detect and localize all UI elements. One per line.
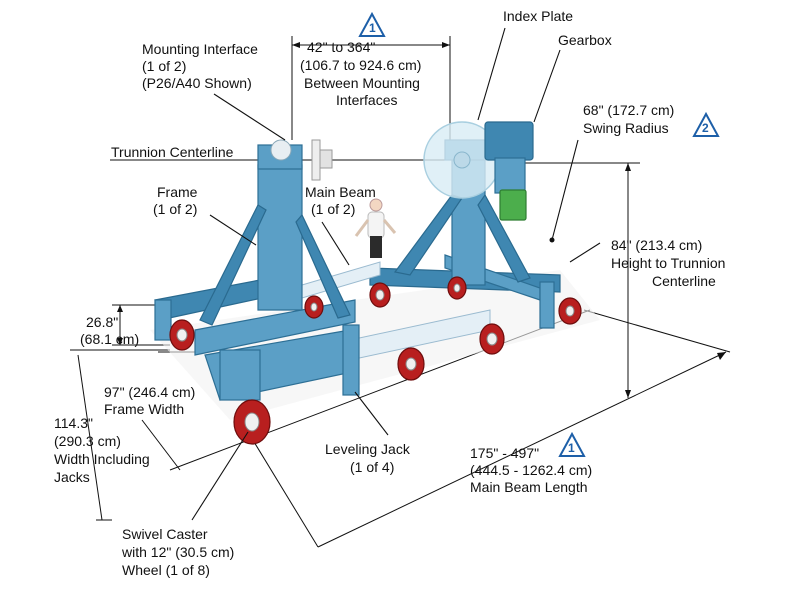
caster-wheel [479,323,505,355]
label-leveling-jack: Leveling Jack [325,441,411,457]
label-beam-length-imperial: 175" - 497" [470,445,539,461]
label-swing-radius: Swing Radius [583,120,669,136]
note-badges: 1 2 1 [358,11,720,457]
label-gearbox: Gearbox [558,32,612,48]
label-frame-count: (1 of 2) [153,201,197,217]
label-mounting-interface-count: (1 of 2) [142,58,186,74]
caster-wheel [169,319,195,351]
worker-figure [354,198,397,258]
label-jack-height-metric: (68.1 cm) [80,331,139,347]
badge-number: 1 [369,21,376,35]
caster-wheel [233,399,271,445]
label-between-imperial: 42" to 364" [307,39,375,55]
label-width-jacks-line1: Width Including [54,451,150,467]
caster-wheel [304,295,324,319]
mounting-interface [311,139,321,181]
label-height-line2: Centerline [652,273,716,289]
note-badge-swing: 2 [692,111,720,137]
label-beam-length: Main Beam Length [470,479,588,495]
badge-number: 2 [702,121,709,135]
callout-labels: Index Plate Gearbox Mounting Interface (… [54,8,725,578]
gearbox [484,121,534,161]
label-between-metric: (106.7 to 924.6 cm) [300,57,421,73]
label-frame-width: Frame Width [104,401,184,417]
label-trunnion-centerline: Trunnion Centerline [111,144,234,160]
label-between-line1: Between Mounting [304,75,420,91]
label-width-jacks-line2: Jacks [54,469,90,485]
caster-wheel [369,282,391,308]
positioner-machine [150,121,600,445]
label-beam-length-metric: (444.5 - 1262.4 cm) [470,462,592,478]
label-index-plate: Index Plate [503,8,573,24]
label-width-jacks-imperial: 114.3" [54,415,93,431]
note-badge-between: 1 [358,11,386,37]
casters [169,276,582,445]
label-height-line1: Height to Trunnion [611,255,725,271]
label-swing-radius-value: 68" (172.7 cm) [583,102,674,118]
label-frame-width-value: 97" (246.4 cm) [104,384,195,400]
label-main-beam-count: (1 of 2) [311,201,355,217]
label-frame: Frame [157,184,198,200]
caster-wheel [558,297,582,325]
label-mounting-interface-model: (P26/A40 Shown) [142,75,252,91]
label-main-beam: Main Beam [305,184,376,200]
label-height-value: 84" (213.4 cm) [611,237,702,253]
label-leveling-jack-count: (1 of 4) [350,459,394,475]
front-frame-tower [257,164,303,311]
label-mounting-interface: Mounting Interface [142,41,258,57]
label-jack-height-imperial: 26.8" [86,314,118,330]
badge-number: 1 [568,441,575,455]
caster-wheel [447,276,467,300]
label-swivel-caster-count: Wheel (1 of 8) [122,562,210,578]
label-swivel-caster: Swivel Caster [122,526,208,542]
note-badge-length: 1 [558,431,586,457]
motor [499,189,527,221]
label-width-jacks-metric: (290.3 cm) [54,433,121,449]
leader-lines [191,27,601,521]
label-between-line2: Interfaces [336,92,397,108]
label-swivel-caster-wheel: with 12" (30.5 cm) [121,544,234,560]
caster-wheel [397,347,425,381]
